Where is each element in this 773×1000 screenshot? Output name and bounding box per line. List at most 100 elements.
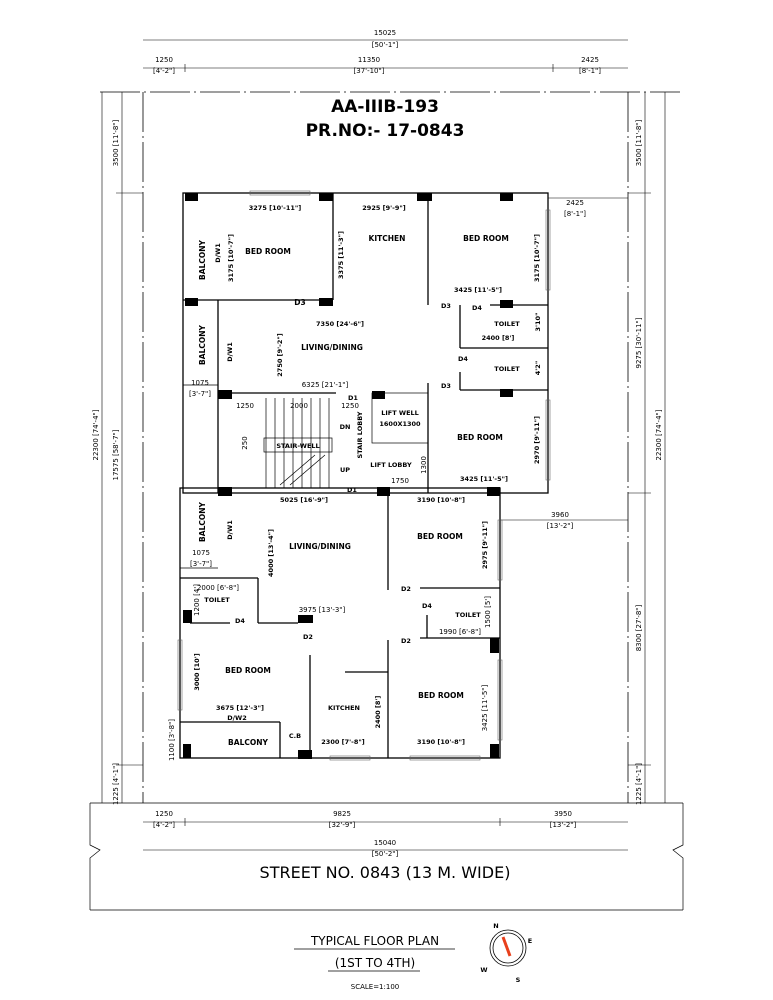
dim-label: 3190 [10'-8"] [417, 738, 465, 746]
dim-label: 4000 [13'-4"] [267, 529, 275, 577]
door-label: D2 [401, 585, 411, 593]
room-label: BED ROOM [245, 247, 291, 256]
dim-label: 250 [241, 436, 249, 449]
project-number: PR.NO:- 17-0843 [306, 121, 465, 141]
plot-boundary [89, 91, 684, 911]
room-label: BED ROOM [417, 532, 463, 541]
door-label: D3 [441, 382, 451, 390]
door-label: D4 [472, 304, 482, 312]
room-label: KITCHEN [328, 704, 360, 712]
dim-label: 1500 [5'] [484, 596, 492, 628]
dim-bot-right: 3950 [554, 810, 572, 818]
room-label: STAIR-WELL [276, 442, 319, 450]
dim-label: 1250 [341, 402, 359, 410]
dim-bot-total-ft: [50'-2"] [372, 850, 399, 858]
dim-label: 1075 [191, 379, 209, 387]
dim-label: 3675 [12'-3"] [216, 704, 264, 712]
dim-top-total: 15025 [374, 29, 396, 37]
room-label: BALCONY [228, 738, 268, 747]
dim-label: 5025 [16'-9"] [280, 496, 328, 504]
room-label: LIVING/DINING [301, 343, 363, 352]
dim-label: 3425 [11'-5"] [481, 684, 489, 731]
dim-label: 3975 [13'-3"] [299, 606, 346, 614]
compass-needle [501, 936, 512, 957]
dim-label: 4'2" [534, 361, 542, 375]
dim-label: 3000 [10'] [193, 653, 201, 690]
dim-top-total-ft: [50'-1"] [372, 41, 399, 49]
room-label: TOILET [494, 320, 520, 328]
dim-label: 2400 [8'] [482, 334, 515, 342]
dim-label: 3175 [10'-7"] [227, 234, 235, 282]
stair-direction-label: DN [340, 423, 351, 431]
room-label: BALCONY [198, 324, 207, 364]
door-label: D2 [303, 633, 313, 641]
plan-scale: SCALE=1:100 [351, 983, 399, 991]
room-label: BALCONY [198, 239, 207, 279]
plan-floors: (1ST TO 4TH) [335, 956, 415, 970]
dim-label: 1300 [420, 456, 428, 474]
room-label: BED ROOM [463, 234, 509, 243]
dimension-lines [101, 39, 666, 851]
room-label: C.B [289, 732, 301, 740]
dim-top-left-ft: [4'-2"] [153, 67, 175, 75]
dim-label: 2000 [6'-8"] [197, 584, 239, 592]
door-label: D3 [441, 302, 451, 310]
door-label: D2 [401, 637, 411, 645]
lower-unit: 5025 [16'-9"] 3190 [10'-8"] BALCONY D/W1… [168, 496, 492, 761]
room-label: TOILET [204, 596, 230, 604]
room-label: TOILET [494, 365, 520, 373]
dim-bot-left-ft: [4'-2"] [153, 821, 175, 829]
dim-right-upper: 9275 [30'-11"] [635, 317, 643, 368]
dim-bot-mid-ft: [32'-9"] [329, 821, 356, 829]
dim-left-top: 3500 [11'-8"] [112, 119, 120, 166]
dim-label: 3190 [10'-8"] [417, 496, 465, 504]
room-label: BED ROOM [457, 433, 503, 442]
compass-north: N [493, 922, 498, 930]
compass-south: S [516, 976, 521, 984]
dim-label: [3'-7"] [189, 390, 211, 398]
door-label: D/W2 [227, 714, 246, 722]
dim-label: [3'-7"] [190, 560, 212, 568]
door-label: D4 [458, 355, 468, 363]
dim-label: 1250 [236, 402, 254, 410]
dim-bot-total: 15040 [374, 839, 396, 847]
dim-label: 2400 [8'] [374, 696, 382, 729]
door-label: D4 [422, 602, 432, 610]
dim-setback-lower-ft: [13'-2"] [547, 522, 574, 530]
door-label: D3 [294, 298, 305, 307]
dim-label: 2975 [9'-11"] [481, 521, 489, 569]
dim-label: 1075 [192, 549, 210, 557]
dim-setback-upper-ft: [8'-1"] [564, 210, 586, 218]
dim-right-bottom: 1225 [4'-1"] [635, 763, 643, 805]
door-label: D/W1 [214, 243, 222, 263]
dim-top-right-ft: [8'-1"] [579, 67, 601, 75]
stair-direction-label: UP [340, 466, 350, 474]
dim-label: 7350 [24'-6"] [316, 320, 364, 328]
dim-right-top: 3500 [11'-8"] [635, 119, 643, 166]
dim-label: 2925 [9'-9"] [362, 204, 405, 212]
dim-left-total: 22300 [74'-4"] [92, 409, 100, 460]
room-label: BED ROOM [418, 691, 464, 700]
dim-bot-mid: 9825 [333, 810, 351, 818]
dim-label: 1600X1300 [379, 420, 421, 428]
door-label: D1 [347, 486, 357, 494]
dim-label: 6325 [21'-1"] [302, 381, 349, 389]
room-label: BED ROOM [225, 666, 271, 675]
compass-icon: N E W S [480, 922, 532, 984]
door-label: D4 [235, 617, 245, 625]
core: D1 1250 2000 1250 LIFT WELL 1600X1300 DN… [236, 394, 541, 494]
dim-label: 2750 [9'-2"] [276, 333, 284, 376]
dim-bot-right-ft: [13'-2"] [550, 821, 577, 829]
staircase [263, 398, 333, 488]
dim-label: 3175 [10'-7"] [533, 234, 541, 282]
dim-right-lower: 8300 [27'-8"] [635, 604, 643, 651]
outer-dimension-labels: 15025 [50'-1"] 1250 [4'-2"] 11350 [37'-1… [92, 29, 663, 858]
room-label: BALCONY [198, 501, 207, 541]
dim-left-inner: 17575 [58'-7"] [112, 429, 120, 480]
dim-bot-left: 1250 [155, 810, 173, 818]
door-label: D/W1 [226, 342, 234, 362]
dim-top-mid-ft: [37'-10"] [354, 67, 385, 75]
dim-top-right: 2425 [581, 56, 599, 64]
street-label: STREET NO. 0843 (13 M. WIDE) [260, 863, 511, 882]
